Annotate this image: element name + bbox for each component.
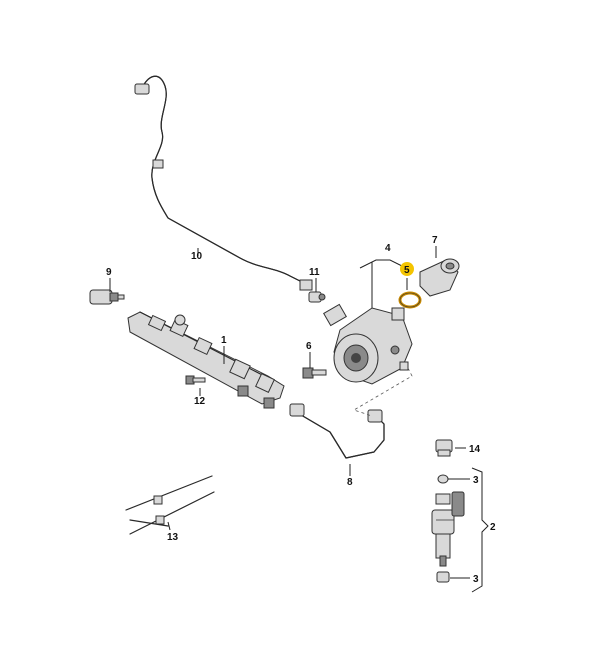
callout-11: 11: [309, 267, 320, 278]
callout-3-upper: 3: [473, 475, 479, 486]
part-13-cable-ties: [125, 475, 215, 535]
leader-lines: [109, 246, 489, 593]
callout-5: 5: [404, 265, 410, 276]
assembly-guide-lines: [353, 367, 413, 417]
callout-6: 6: [306, 341, 312, 352]
part-5-o-ring: [398, 291, 422, 309]
callout-1: 1: [221, 335, 227, 346]
callout-13: 13: [167, 532, 179, 543]
part-11-connector: [308, 291, 326, 303]
callout-7: 7: [432, 235, 438, 246]
part-3-upper-seal: [437, 474, 449, 484]
part-10-fuel-line: [134, 75, 313, 291]
callout-5-highlight: [400, 262, 414, 276]
callout-2: 2: [490, 522, 496, 533]
callout-12: 12: [194, 396, 206, 407]
part-12-bolt: [185, 375, 206, 385]
part-1-fuel-rail: [127, 311, 285, 409]
callout-8: 8: [347, 477, 353, 488]
part-7-roller-tappet: [419, 258, 460, 297]
part-2-injector: [431, 491, 465, 567]
callout-9: 9: [106, 267, 112, 278]
part-9-pressure-sensor: [89, 289, 125, 305]
callout-4: 4: [385, 243, 391, 254]
part-6-bolt: [302, 367, 327, 379]
callouts: 10 11 9 1 12 6 8 4 5 7 14 3 2 3 13: [106, 235, 496, 585]
callout-3-lower: 3: [473, 574, 479, 585]
part-4-high-pressure-pump: [323, 303, 413, 385]
part-3-lower-seal: [436, 571, 450, 583]
part-8-high-pressure-line: [289, 403, 385, 459]
part-14-clip: [435, 439, 453, 457]
callout-10: 10: [191, 251, 203, 262]
callout-14: 14: [469, 444, 481, 455]
